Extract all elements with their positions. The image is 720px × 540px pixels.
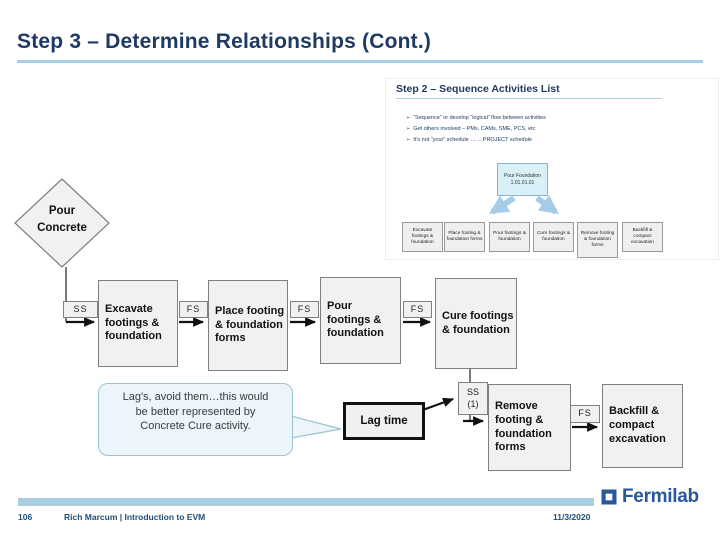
- lag-time-box: Lag time: [343, 402, 425, 440]
- bullet-item: ➢“Sequence” or develop “logical” flow be…: [406, 113, 686, 124]
- activity-box-place: Place footing & foundation forms: [208, 280, 288, 371]
- mini-top-activity-box: Pour Foundation 1.01.01.01: [497, 163, 548, 196]
- callout-bubble: Lag's, avoid them…this would be better r…: [98, 383, 293, 456]
- activity-box-pour: Pour footings & foundation: [320, 277, 401, 364]
- embedded-slide-title: Step 2 – Sequence Activities List: [396, 83, 560, 95]
- title-underline: [17, 60, 703, 63]
- link-label-ss: SS: [63, 301, 98, 318]
- footer-date: 11/3/2020: [553, 512, 591, 522]
- activity-box-cure: Cure footings & foundation: [435, 278, 517, 369]
- fermilab-logo-text: Fermilab: [622, 486, 699, 507]
- activity-box-remove: Remove footing & foundation forms: [488, 384, 571, 471]
- link-label-fs: FS: [570, 405, 600, 423]
- activity-box-backfill: Backfill & compact excavation: [602, 384, 683, 468]
- fermilab-logo: Fermilab: [599, 486, 699, 508]
- link-ss-line2: (1): [467, 398, 479, 409]
- bullet-text: It’s not “your” schedule … …PROJECT sche…: [413, 137, 532, 143]
- link-ss-line1: SS: [466, 387, 479, 398]
- mini-activity-box: Backfill & compact excavation: [622, 222, 663, 252]
- link-label-fs: FS: [290, 301, 319, 318]
- mini-activity-box: Place footing & foundation forms: [444, 222, 485, 252]
- fermilab-logo-icon: [601, 489, 617, 505]
- bullet-arrow-icon: ➢: [406, 115, 411, 121]
- link-label-fs: FS: [403, 301, 432, 318]
- mini-activity-box: Excavate footings & foundation: [402, 222, 443, 252]
- page-number: 106: [18, 512, 33, 522]
- mini-activity-box: Remove footing & foundation forms: [577, 222, 618, 258]
- bullet-text: Get others involved – PMs, CAMs, SME, PC…: [413, 126, 536, 132]
- bullet-arrow-icon: ➢: [406, 126, 411, 132]
- decision-diamond-label: Pour Concrete: [37, 205, 87, 235]
- bullet-item: ➢Get others involved – PMs, CAMs, SME, P…: [406, 124, 686, 135]
- footer-bar: [18, 498, 594, 506]
- embedded-bullet-list: ➢“Sequence” or develop “logical” flow be…: [406, 113, 686, 146]
- callout-tail: [290, 415, 342, 439]
- link-label-ss-lag: SS (1): [458, 382, 488, 415]
- bullet-arrow-icon: ➢: [406, 137, 411, 143]
- activity-box-excavate: Excavate footings & foundation: [98, 280, 178, 367]
- page-title: Step 3 – Determine Relationships (Cont.): [17, 30, 432, 53]
- mini-activity-box: Cure footings & foundation: [533, 222, 574, 252]
- mini-activity-box: Pour footings & foundation: [489, 222, 530, 252]
- embedded-title-underline: [396, 98, 662, 99]
- link-label-fs: FS: [179, 301, 208, 318]
- bullet-text: “Sequence” or develop “logical” flow bet…: [413, 115, 546, 121]
- bullet-item: ➢It’s not “your” schedule … …PROJECT sch…: [406, 135, 686, 146]
- footer-credit: Rich Marcum | Introduction to EVM: [64, 512, 206, 522]
